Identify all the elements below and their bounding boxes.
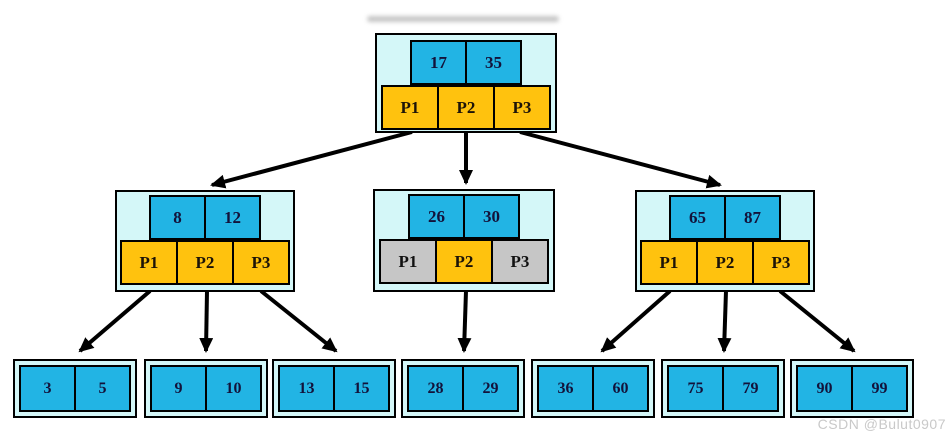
root-keys-row: 17 35 bbox=[410, 40, 522, 85]
arrow-root-p1-to-left-internal bbox=[210, 130, 413, 189]
left-internal-pointers-row: P1 P2 P3 bbox=[120, 240, 290, 285]
leaf-value-cell: 75 bbox=[667, 365, 724, 412]
key-cell: 87 bbox=[724, 195, 781, 240]
pointer-cell: P2 bbox=[176, 240, 234, 285]
leaf-value-cell: 3 bbox=[19, 365, 76, 412]
pointer-cell: P2 bbox=[696, 240, 754, 285]
pointer-cell: P3 bbox=[232, 240, 290, 285]
arrow-root-p3-to-right-internal bbox=[519, 130, 722, 189]
leaf-node: 3 5 bbox=[13, 359, 137, 418]
arrow-right-p1-to-leaf-36-60 bbox=[600, 289, 672, 353]
key-cell: 17 bbox=[410, 40, 467, 85]
leaf-node: 36 60 bbox=[531, 359, 655, 418]
leaf-node: 75 79 bbox=[661, 359, 785, 418]
leaf-node: 90 99 bbox=[790, 359, 914, 418]
pointer-cell: P3 bbox=[752, 240, 810, 285]
pointer-cell: P3 bbox=[491, 239, 549, 284]
middle-internal-keys-row: 26 30 bbox=[408, 194, 520, 239]
left-internal-keys-row: 8 12 bbox=[149, 195, 261, 240]
key-cell: 8 bbox=[149, 195, 206, 240]
leaf-value-cell: 28 bbox=[407, 365, 464, 412]
middle-internal-node: 26 30 P1 P2 P3 bbox=[373, 189, 555, 292]
root-pointers-row: P1 P2 P3 bbox=[381, 85, 551, 130]
right-internal-node: 65 87 P1 P2 P3 bbox=[635, 190, 815, 292]
arrow-left-p3-to-leaf-13-15 bbox=[259, 289, 338, 353]
pointer-cell: P2 bbox=[435, 239, 493, 284]
arrow-left-p1-to-leaf-3-5 bbox=[78, 289, 152, 353]
leaf-node: 9 10 bbox=[144, 359, 268, 418]
arrow-right-p3-to-leaf-90-99 bbox=[778, 289, 856, 353]
pointer-cell: P3 bbox=[493, 85, 551, 130]
right-internal-pointers-row: P1 P2 P3 bbox=[640, 240, 810, 285]
leaf-value-cell: 90 bbox=[796, 365, 853, 412]
leaf-node: 28 29 bbox=[401, 359, 525, 418]
key-cell: 65 bbox=[669, 195, 726, 240]
middle-internal-pointers-row: P1 P2 P3 bbox=[379, 239, 549, 284]
arrow-right-p2-to-leaf-75-79 bbox=[717, 290, 732, 353]
leaf-value-cell: 79 bbox=[722, 365, 779, 412]
key-cell: 26 bbox=[408, 194, 465, 239]
pointer-cell: P2 bbox=[437, 85, 495, 130]
key-cell: 12 bbox=[204, 195, 261, 240]
pointer-cell: P1 bbox=[381, 85, 439, 130]
watermark: CSDN @Bulut0907 bbox=[817, 416, 946, 432]
leaf-value-cell: 36 bbox=[537, 365, 594, 412]
leaf-value-cell: 13 bbox=[278, 365, 335, 412]
root-node: 17 35 P1 P2 P3 bbox=[375, 33, 557, 133]
leaf-value-cell: 5 bbox=[74, 365, 131, 412]
leaf-node: 13 15 bbox=[272, 359, 396, 418]
arrow-left-p2-to-leaf-9-10 bbox=[199, 290, 214, 353]
leaf-value-cell: 9 bbox=[150, 365, 207, 412]
pointer-cell: P1 bbox=[640, 240, 698, 285]
cropped-artifact bbox=[367, 16, 559, 22]
pointer-cell: P1 bbox=[120, 240, 178, 285]
pointer-cell: P1 bbox=[379, 239, 437, 284]
key-cell: 35 bbox=[465, 40, 522, 85]
leaf-value-cell: 10 bbox=[205, 365, 262, 412]
leaf-value-cell: 15 bbox=[333, 365, 390, 412]
key-cell: 30 bbox=[463, 194, 520, 239]
leaf-value-cell: 29 bbox=[462, 365, 519, 412]
right-internal-keys-row: 65 87 bbox=[669, 195, 781, 240]
arrow-middle-p2-to-leaf-28-29 bbox=[457, 290, 472, 353]
left-internal-node: 8 12 P1 P2 P3 bbox=[115, 190, 295, 292]
leaf-value-cell: 99 bbox=[851, 365, 908, 412]
leaf-value-cell: 60 bbox=[592, 365, 649, 412]
